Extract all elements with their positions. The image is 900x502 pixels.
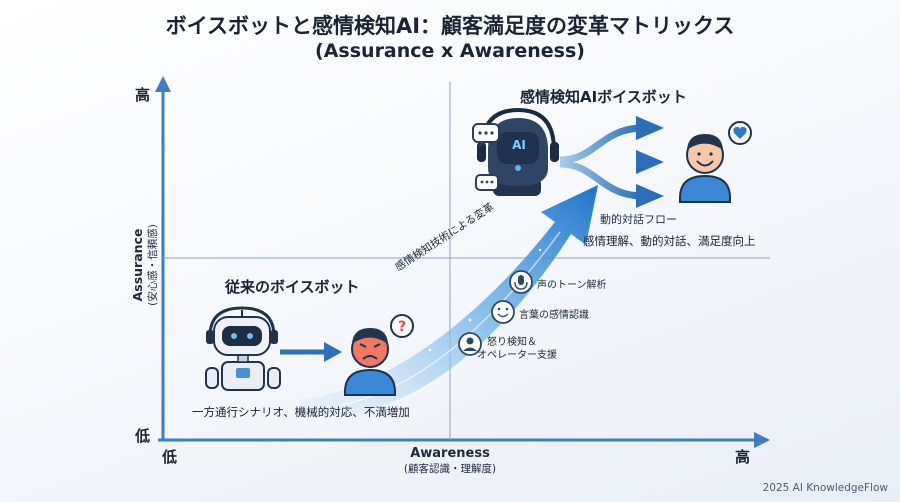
page-subtitle: (Assurance x Awareness) — [315, 40, 585, 62]
heart-bubble-icon — [728, 121, 752, 145]
question-bubble-icon: ? — [390, 314, 414, 338]
page-title: ボイスボットと感情検知AI：顧客満足度の変革マトリックス — [165, 14, 735, 38]
footer-credit: 2025 AI KnowledgeFlow — [762, 482, 888, 494]
traditional-voicebot-title: 従来のボイスボット — [225, 278, 360, 296]
dynamic-flow-arrows — [559, 116, 664, 208]
feature-operator-support: オペレーター支援 — [477, 350, 557, 361]
smile-icon — [491, 300, 515, 324]
operator-icon — [458, 332, 482, 356]
y-axis-low-label: 低 — [135, 427, 151, 445]
microphone-icon — [509, 270, 533, 294]
x-axis-sublabel: (顧客認識・理解度) — [403, 463, 497, 475]
ai-label: AI — [512, 138, 526, 152]
y-axis-high-label: 高 — [135, 86, 151, 104]
dynamic-flow-label: 動的対話フロー — [600, 213, 677, 226]
x-axis — [158, 432, 770, 448]
transformation-arrow — [300, 185, 598, 417]
y-axis-title: Assurance (安心感・信頼感) — [130, 195, 160, 335]
one-way-arrow — [280, 342, 342, 362]
feature-anger-detection: 怒り検知＆ — [487, 337, 537, 348]
y-axis — [155, 76, 171, 440]
y-axis-sublabel: (安心感・信頼感) — [147, 224, 159, 306]
ai-voicebot-title: 感情検知AIボイスボット — [520, 88, 687, 106]
traditional-voicebot-caption: 一方通行シナリオ、機械的対応、不満増加 — [192, 405, 410, 419]
chat-bubble-icon — [472, 123, 500, 149]
x-axis-label: Awareness — [410, 446, 490, 461]
y-axis-label: Assurance — [130, 228, 145, 302]
happy-customer-icon — [679, 134, 731, 203]
angry-customer-icon — [344, 328, 396, 396]
feature-tone-analysis: 声のトーン解析 — [537, 280, 607, 291]
traditional-robot-icon — [205, 306, 281, 391]
chat-bubble-icon — [475, 174, 499, 191]
svg-text:?: ? — [398, 319, 406, 335]
x-axis-low-label: 低 — [162, 448, 178, 466]
feature-emotion-recognition: 言葉の感情認識 — [519, 310, 589, 321]
x-axis-high-label: 高 — [735, 448, 751, 466]
ai-voicebot-caption: 感情理解、動的対話、満足度向上 — [583, 234, 756, 248]
x-axis-title: Awareness (顧客認識・理解度) — [390, 446, 510, 476]
